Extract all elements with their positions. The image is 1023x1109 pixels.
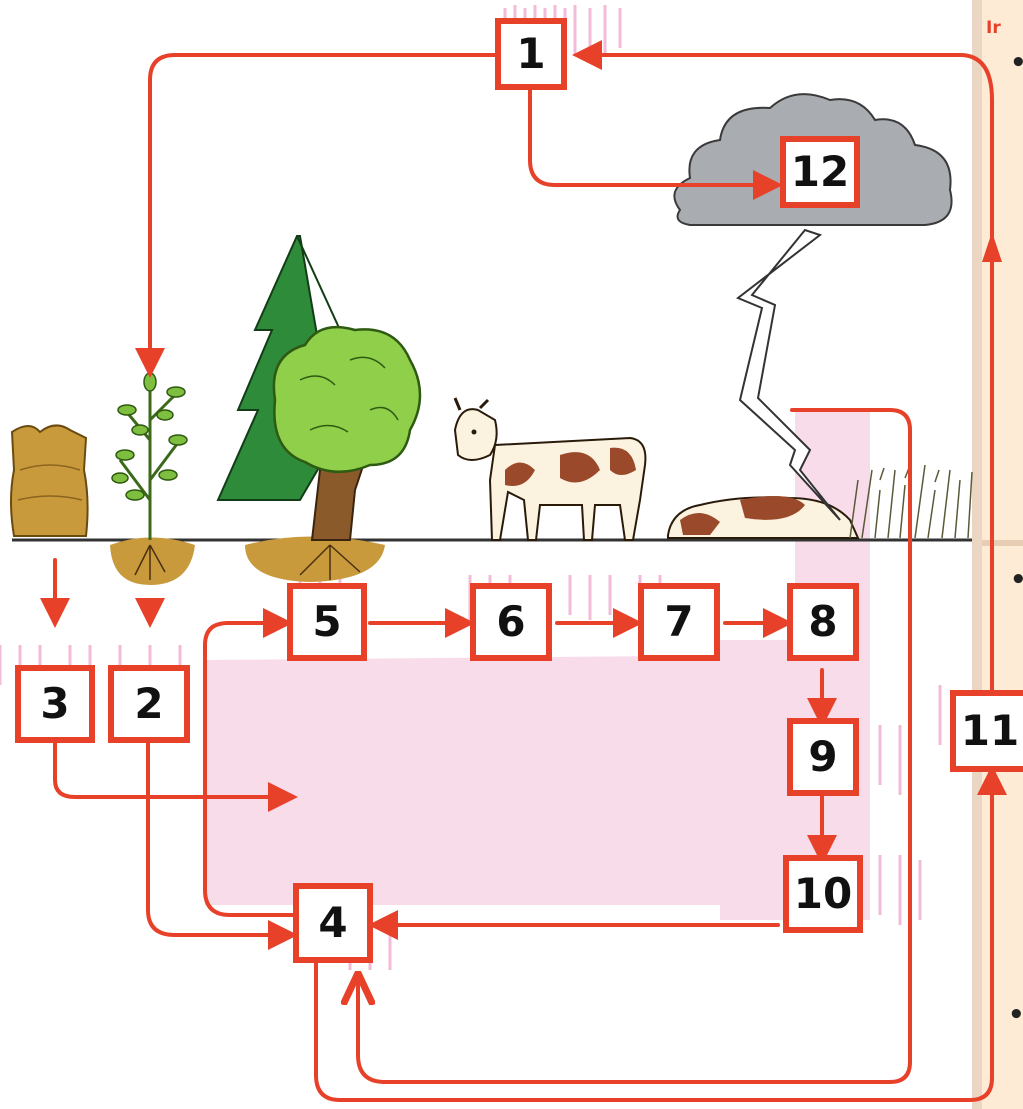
box-8: 8 [787, 583, 859, 661]
box-9: 9 [787, 718, 859, 796]
legume-plant-icon [110, 372, 195, 585]
box-3: 3 [15, 665, 95, 743]
box-6: 6 [470, 583, 552, 661]
box-12: 12 [780, 136, 860, 208]
lightning-bolt-icon [736, 228, 841, 521]
box-11: 11 [950, 690, 1023, 772]
fertilizer-sack-icon [10, 424, 89, 537]
box-5: 5 [287, 583, 367, 661]
box-10: 10 [783, 855, 863, 933]
cow-icon [453, 397, 647, 541]
box-7: 7 [638, 583, 720, 661]
side-bullet-1: • [1010, 48, 1023, 78]
side-panel [972, 0, 1023, 1109]
arrowhead-up [982, 232, 1002, 262]
side-bullet-2: • [1010, 565, 1023, 595]
recycling-region [205, 655, 785, 905]
side-heading-fragment: Ir [986, 18, 1001, 38]
box-4: 4 [293, 883, 373, 963]
dead-cow-icon [667, 496, 860, 539]
decay-region [720, 410, 870, 920]
box-1: 1 [495, 18, 567, 90]
marsh-grass-icon [849, 464, 973, 539]
oak-tree-icon [272, 325, 422, 580]
side-bullet-3: • [1008, 1000, 1023, 1030]
flow-arrows [40, 40, 1007, 1102]
box-2: 2 [108, 665, 190, 743]
